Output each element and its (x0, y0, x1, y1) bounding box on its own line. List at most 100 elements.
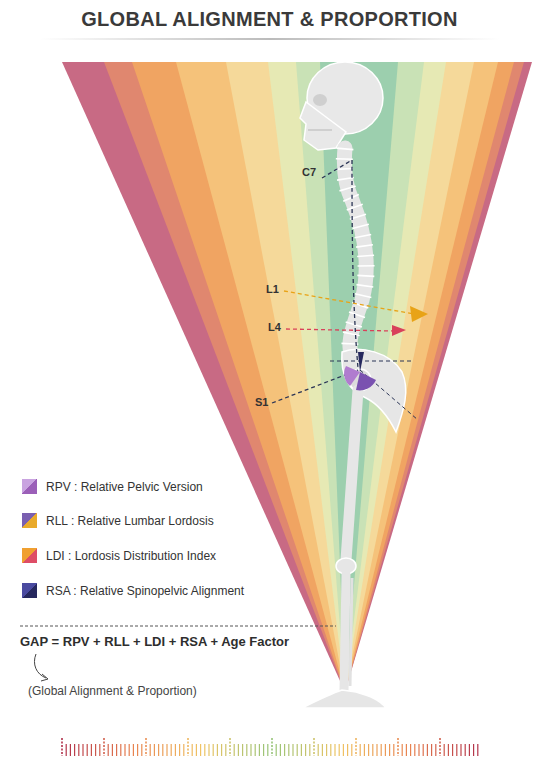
ruler-tick (70, 744, 71, 756)
ruler-tick (456, 744, 457, 756)
title-rule (40, 38, 500, 40)
ruler-tick (280, 744, 281, 756)
ruler-tick (154, 744, 155, 756)
ruler (62, 738, 478, 756)
formula-arrow (34, 654, 46, 678)
ruler-tick (414, 744, 415, 756)
ruler-tick (162, 744, 163, 756)
ruler-tick (276, 744, 277, 756)
vertebra-label: L4 (268, 321, 281, 333)
ruler-tick (423, 744, 424, 756)
ruler-tick (103, 738, 105, 756)
ruler-tick (217, 744, 218, 756)
legend-swatch (22, 513, 37, 528)
ruler-tick (196, 744, 197, 756)
alignment-lines (272, 160, 428, 420)
ruler-tick (309, 744, 310, 756)
legend-text: RPV : Relative Pelvic Version (46, 480, 203, 494)
ruler-tick (477, 744, 478, 756)
ruler-tick (166, 744, 167, 756)
legend-swatch (22, 583, 37, 598)
ruler-tick (389, 744, 390, 756)
ruler-tick (187, 738, 189, 756)
ruler-tick (469, 744, 470, 756)
ruler-tick (124, 744, 125, 756)
ruler-tick (297, 744, 298, 756)
ruler-tick (448, 744, 449, 756)
ruler-tick (410, 744, 411, 756)
title: GLOBAL ALIGNMENT & PROPORTION (81, 8, 457, 31)
legend-swatch (22, 479, 37, 494)
formula-note: (Global Alignment & Proportion) (28, 684, 197, 698)
ruler-tick (267, 744, 268, 756)
vertebra-label: S1 (255, 396, 268, 408)
ruler-tick (322, 744, 323, 756)
ruler-tick (263, 744, 264, 756)
ruler-tick (460, 744, 461, 756)
legend-text: LDI : Lordosis Distribution Index (46, 549, 216, 563)
legend-item: LDI : Lordosis Distribution Index (22, 548, 216, 563)
ruler-tick (137, 744, 138, 756)
ruler-tick (179, 744, 180, 756)
ruler-tick (318, 744, 319, 756)
ruler-tick (292, 744, 293, 756)
legend-item: RLL : Relative Lumbar Lordosis (22, 513, 214, 528)
ruler-tick (112, 744, 113, 756)
separator (20, 626, 336, 627)
ruler-tick (87, 744, 88, 756)
ruler-tick (141, 744, 142, 756)
ruler-tick (158, 744, 159, 756)
skeleton (300, 62, 406, 708)
legend-text: RSA : Relative Spinopelvic Alignment (46, 584, 244, 598)
ruler-tick (330, 744, 331, 756)
legend-swatch (22, 548, 37, 563)
ruler-tick (339, 744, 340, 756)
ruler-tick (95, 744, 96, 756)
ruler-tick (116, 744, 117, 756)
ruler-tick (91, 744, 92, 756)
ruler-tick (108, 744, 109, 756)
ruler-tick (208, 744, 209, 756)
ruler-tick (406, 744, 407, 756)
ruler-tick (418, 744, 419, 756)
ruler-tick (376, 744, 377, 756)
ruler-tick (145, 738, 147, 756)
legend-text: RLL : Relative Lumbar Lordosis (46, 514, 214, 528)
ruler-tick (246, 744, 247, 756)
ruler-tick (402, 744, 403, 756)
ruler-tick (204, 744, 205, 756)
ruler-tick (473, 744, 474, 756)
ruler-tick (431, 744, 432, 756)
ruler-tick (271, 738, 273, 756)
ruler-tick (133, 744, 134, 756)
ruler-tick (351, 744, 352, 756)
ruler-tick (435, 744, 436, 756)
ruler-tick (234, 744, 235, 756)
legend-item: RPV : Relative Pelvic Version (22, 479, 203, 494)
ruler-tick (225, 744, 226, 756)
ruler-tick (99, 744, 100, 756)
ruler-tick (439, 738, 441, 756)
ruler-tick (284, 744, 285, 756)
ruler-tick (129, 744, 130, 756)
ruler-tick (255, 744, 256, 756)
ruler-tick (385, 744, 386, 756)
ruler-tick (427, 744, 428, 756)
ruler-tick (355, 738, 357, 756)
ruler-tick (368, 744, 369, 756)
ruler-tick (444, 744, 445, 756)
ruler-tick (74, 744, 75, 756)
ruler-tick (213, 744, 214, 756)
ruler-tick (347, 744, 348, 756)
ruler-tick (301, 744, 302, 756)
legend-item: RSA : Relative Spinopelvic Alignment (22, 583, 244, 598)
ruler-tick (326, 744, 327, 756)
fan (62, 62, 532, 692)
ruler-tick (150, 744, 151, 756)
ruler-tick (238, 744, 239, 756)
arrowhead (41, 674, 48, 681)
ruler-tick (305, 744, 306, 756)
ruler-tick (364, 744, 365, 756)
formula: GAP = RPV + RLL + LDI + RSA + Age Factor (20, 634, 289, 649)
